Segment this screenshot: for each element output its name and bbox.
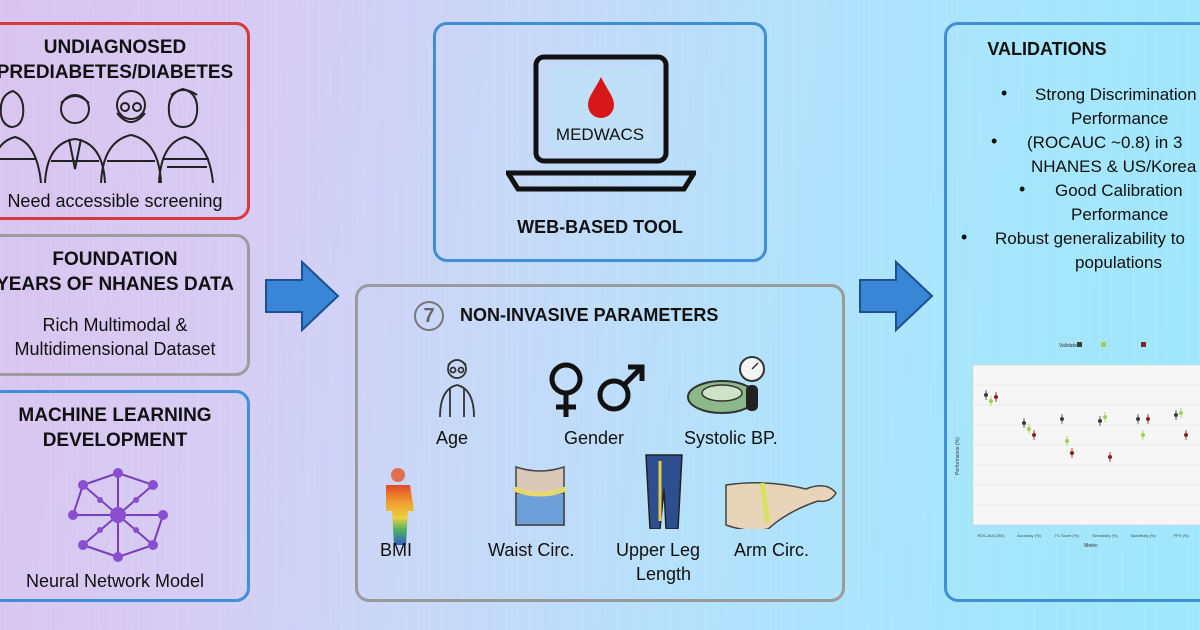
validations-list: • Strong Discrimination Performance • (R… — [961, 83, 1200, 275]
waist-label: Waist Circ. — [488, 540, 575, 560]
bullet-dot: • — [1001, 83, 1008, 103]
foundation-body-line1: Rich Multimodal & — [42, 315, 188, 335]
validation-line1: (ROCAUC ~0.8) in 3 — [1027, 133, 1183, 152]
validation-item: • Robust generalizability to populations — [961, 227, 1200, 275]
undiagnosed-caption: Need accessible screening — [7, 191, 223, 211]
foundation-title-line2: YEARS OF NHANES DATA — [0, 274, 234, 295]
bullet-dot: • — [1019, 179, 1026, 199]
web-tool-panel: MEDWACS WEB-BASED TOOL — [433, 22, 767, 262]
blood-pressure-cuff-icon — [687, 356, 765, 414]
chart-point — [1184, 433, 1188, 437]
chart-point — [1103, 415, 1107, 419]
laptop-icon — [506, 54, 696, 192]
ml-title-line2: DEVELOPMENT — [42, 430, 188, 451]
chart-x-tick-label: ROC-AUC(SE) — [978, 533, 1005, 538]
validation-line1: Strong Discrimination — [1035, 85, 1197, 104]
chart-x-tick-label: Accuracy (%) — [1017, 533, 1041, 538]
chart-point — [1022, 421, 1026, 425]
chart-point — [1146, 417, 1150, 421]
upper-leg-icon — [645, 454, 683, 529]
validation-line1: Good Calibration — [1055, 181, 1183, 200]
chart-point — [989, 399, 993, 403]
validation-line1: Robust generalizability to — [995, 229, 1185, 248]
bmi-label: BMI — [380, 540, 413, 560]
neural-network-icon — [68, 468, 168, 562]
chart-point — [1179, 411, 1183, 415]
ml-title-line1: MACHINE LEARNING — [18, 405, 212, 426]
validation-line2: Performance — [1071, 109, 1169, 128]
foundation-panel: FOUNDATION YEARS OF NHANES DATA Rich Mul… — [0, 234, 250, 376]
chart-point — [1108, 455, 1112, 459]
chart-point — [1174, 413, 1178, 417]
people-group-icon — [0, 87, 214, 183]
chart-y-label: Performance (%) — [955, 437, 961, 475]
flow-arrow-right-icon — [859, 259, 934, 333]
chart-x-tick-label: Sensitivity (%) — [1092, 533, 1118, 538]
validation-line2: NHANES & US/Korea — [1031, 157, 1197, 176]
web-tool-title: WEB-BASED TOOL — [517, 217, 683, 237]
parameter-count: 7 — [423, 305, 435, 327]
undiagnosed-title-line2: PREDIABETES/DIABETES — [0, 62, 234, 83]
upper-leg-label-line2: Length — [636, 564, 692, 584]
chart-point — [1141, 433, 1145, 437]
chart-x-ticks: ROC-AUC(SE) Accuracy (%) F1 Score (%) Sensi… — [978, 533, 1190, 538]
legend-swatch — [1077, 342, 1082, 347]
chart-point — [1032, 433, 1036, 437]
gender-symbols-icon — [549, 362, 645, 417]
chart-point — [1027, 427, 1031, 431]
chart-x-tick-label: PPV (%) — [1173, 533, 1189, 538]
foundation-body-line2: Multidimensional Dataset — [14, 339, 216, 359]
chart-point — [994, 395, 998, 399]
chart-points — [984, 390, 1188, 462]
chart-x-tick-label: Specificity (%) — [1130, 533, 1156, 538]
performance-chart: Validation Performance (%) Metric ROC-AU… — [955, 342, 1200, 549]
chart-x-tick-label: F1 Score (%) — [1055, 533, 1079, 538]
parameters-title: NON-INVASIVE PARAMETERS — [460, 305, 719, 325]
chart-point — [984, 393, 988, 397]
chart-x-label: Metric — [1084, 543, 1098, 549]
undiagnosed-title-line1: UNDIAGNOSED — [43, 37, 187, 58]
validations-title: VALIDATIONS — [987, 39, 1107, 59]
parameters-panel: 7 NON-INVASIVE PARAMETERS Age Gender Sys… — [355, 284, 845, 602]
validation-line2: populations — [1075, 253, 1162, 272]
validation-item: • (ROCAUC ~0.8) in 3 NHANES & US/Korea — [961, 131, 1200, 179]
foundation-title-line1: FOUNDATION — [52, 249, 178, 270]
arm-label: Arm Circ. — [734, 540, 809, 560]
ml-development-panel: MACHINE LEARNING DEVELOPMENT Neural Netw… — [0, 390, 250, 602]
bullet-dot: • — [991, 131, 998, 151]
chart-point — [1060, 417, 1064, 421]
upper-leg-label-line1: Upper Leg — [616, 540, 701, 560]
validation-line2: Performance — [1071, 205, 1169, 224]
arm-tape-icon — [725, 482, 837, 529]
validation-item: • Good Calibration Performance — [961, 179, 1200, 227]
legend-title: Validation — [1059, 343, 1081, 349]
gender-label: Gender — [564, 428, 625, 448]
legend-swatch — [1101, 342, 1106, 347]
undiagnosed-panel: UNDIAGNOSED PREDIABETES/DIABETES — [0, 22, 250, 220]
medwacs-screen-label: MEDWACS — [555, 125, 645, 144]
systolic-bp-label: Systolic BP. — [684, 428, 778, 448]
chart-point — [1065, 439, 1069, 443]
age-label: Age — [436, 428, 469, 448]
flow-arrow-right-icon — [265, 259, 340, 333]
validation-item: • Strong Discrimination Performance — [961, 83, 1200, 131]
elderly-woman-icon — [439, 359, 475, 417]
ml-caption: Neural Network Model — [25, 571, 205, 591]
chart-point — [1098, 419, 1102, 423]
waist-tape-icon — [513, 465, 567, 526]
legend-swatch — [1141, 342, 1146, 347]
chart-point — [1136, 417, 1140, 421]
bullet-dot: • — [961, 227, 968, 247]
validations-panel: VALIDATIONS • Strong Discrimination Perf… — [944, 22, 1200, 602]
parameter-count-badge: 7 — [414, 301, 444, 331]
chart-point — [1070, 451, 1074, 455]
bmi-body-icon — [386, 468, 414, 545]
